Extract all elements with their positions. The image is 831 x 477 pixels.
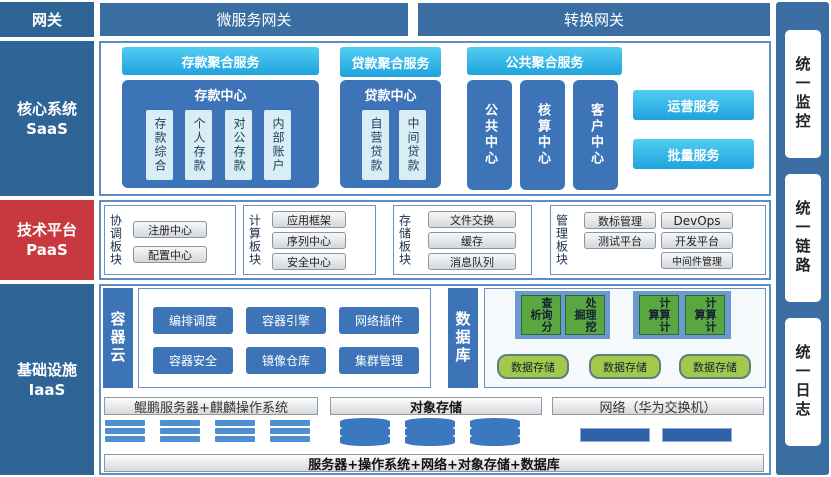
microservice-gateway: 微服务网关 xyxy=(100,3,408,36)
container-cloud-label: 容器云 xyxy=(103,288,133,388)
management-block-label: 管理板块 xyxy=(554,214,569,266)
registry-center: 注册中心 xyxy=(133,221,207,238)
data-storage-node: 数据存储 xyxy=(679,354,751,379)
unified-monitoring: 统一监控 xyxy=(785,30,821,158)
server-rack-icon xyxy=(105,418,145,448)
bottom-summary-bar: 服务器+操作系统+网络+对象存储+数据库 xyxy=(104,454,764,473)
customer-center: 客户中心 xyxy=(573,80,618,190)
network-plugin-tile: 网络插件 xyxy=(339,307,419,334)
cluster-management-tile: 集群管理 xyxy=(339,347,419,374)
config-center: 配置中心 xyxy=(133,246,207,263)
container-cloud-block: 编排调度 容器引擎 网络插件 容器安全 镜像仓库 集群管理 xyxy=(138,288,431,388)
public-center: 公共中心 xyxy=(467,80,512,190)
layer-paas-code: PaaS xyxy=(26,241,68,259)
storage-block-label: 存储板块 xyxy=(397,214,412,266)
devops: DevOps xyxy=(661,212,733,229)
accounting-center: 核算中心 xyxy=(520,80,565,190)
object-storage-label: 对象存储 xyxy=(330,397,542,416)
security-center: 安全中心 xyxy=(272,253,346,270)
server-rack-icons xyxy=(105,418,320,448)
disk-stack-icon xyxy=(340,418,390,448)
data-storage-node: 数据存储 xyxy=(589,354,661,379)
disk-stack-icon xyxy=(470,418,520,448)
dev-platform: 开发平台 xyxy=(661,232,733,249)
layer-iaas-name: 基础设施 xyxy=(16,360,77,379)
storage-disk-icons xyxy=(335,418,535,450)
data-standard-management: 数标管理 xyxy=(584,212,656,229)
deposit-aggregation-service: 存款聚合服务 xyxy=(122,47,319,75)
unified-tracing: 统一链路 xyxy=(785,174,821,302)
management-block: 管理板块 数标管理 DevOps 测试平台 开发平台 中间件管理 xyxy=(550,205,766,275)
layer-paas-label: 技术平台 PaaS xyxy=(0,200,94,280)
layer-saas-name: 核心系统 xyxy=(16,99,77,118)
layer-gateway-label: 网关 xyxy=(0,2,94,37)
server-rack-icon xyxy=(215,418,255,448)
server-rack-icon xyxy=(270,418,310,448)
compute-tile: 计算计算 xyxy=(685,295,725,335)
compute-block-label: 计算板块 xyxy=(247,214,262,266)
container-engine-tile: 容器引擎 xyxy=(246,307,326,334)
processing-mining-tile: 处理挖掘 xyxy=(565,295,605,335)
deposit-center-title: 存款中心 xyxy=(194,88,247,104)
image-registry-tile: 镜像仓库 xyxy=(246,347,326,374)
database-label: 数据库 xyxy=(448,288,478,388)
loan-center: 贷款中心 自营贷款 中间贷款 xyxy=(340,80,441,188)
file-exchange: 文件交换 xyxy=(428,211,516,228)
data-storage-node: 数据存储 xyxy=(497,354,569,379)
layer-gateway-text: 网关 xyxy=(31,10,62,29)
server-rack-icon xyxy=(160,418,200,448)
loan-aggregation-service: 贷款聚合服务 xyxy=(340,47,441,77)
container-security-tile: 容器安全 xyxy=(153,347,233,374)
middleware-management: 中间件管理 xyxy=(661,252,733,269)
deposit-item: 内部账户 xyxy=(264,110,291,180)
deposit-item: 对公存款 xyxy=(225,110,252,180)
layer-iaas-code: IaaS xyxy=(28,380,66,399)
app-framework: 应用框架 xyxy=(272,211,346,228)
deposit-item: 存款综合 xyxy=(146,110,173,180)
orchestration-tile: 编排调度 xyxy=(153,307,233,334)
coordination-block: 协调板块 注册中心 配置中心 xyxy=(104,205,236,275)
conversion-gateway: 转换网关 xyxy=(418,3,770,36)
testing-platform: 测试平台 xyxy=(584,232,656,249)
kunpeng-server-label: 鲲鹏服务器+麒麟操作系统 xyxy=(104,397,318,416)
operations-service: 运营服务 xyxy=(633,90,754,120)
batch-service: 批量服务 xyxy=(633,139,754,169)
loan-item: 自营贷款 xyxy=(362,110,389,180)
public-aggregation-service: 公共聚合服务 xyxy=(467,47,622,75)
layer-saas-code: SaaS xyxy=(26,119,68,138)
message-queue: 消息队列 xyxy=(428,253,516,270)
network-switch-label: 网络（华为交换机） xyxy=(552,397,764,416)
network-switch-icon xyxy=(580,428,650,442)
cache: 缓存 xyxy=(428,232,516,249)
loan-center-title: 贷款中心 xyxy=(364,88,417,104)
sequence-center: 序列中心 xyxy=(272,232,346,249)
storage-block: 存储板块 文件交换 缓存 消息队列 xyxy=(393,205,532,275)
coordination-block-label: 协调板块 xyxy=(108,214,123,266)
layer-paas-name: 技术平台 xyxy=(16,221,77,239)
compute-tile: 计算计算 xyxy=(639,295,679,335)
unified-logging: 统一日志 xyxy=(785,318,821,446)
database-block: 查询分析 处理挖掘 计算计算 计算计算 数据存储 数据存储 数据存储 xyxy=(484,288,766,388)
loan-item: 中间贷款 xyxy=(399,110,426,180)
deposit-item: 个人存款 xyxy=(185,110,212,180)
deposit-center: 存款中心 存款综合 个人存款 对公存款 内部账户 xyxy=(122,80,319,188)
query-analysis-tile: 查询分析 xyxy=(521,295,561,335)
compute-block: 计算板块 应用框架 序列中心 安全中心 xyxy=(243,205,376,275)
network-switch-icon xyxy=(662,428,732,442)
disk-stack-icon xyxy=(405,418,455,448)
